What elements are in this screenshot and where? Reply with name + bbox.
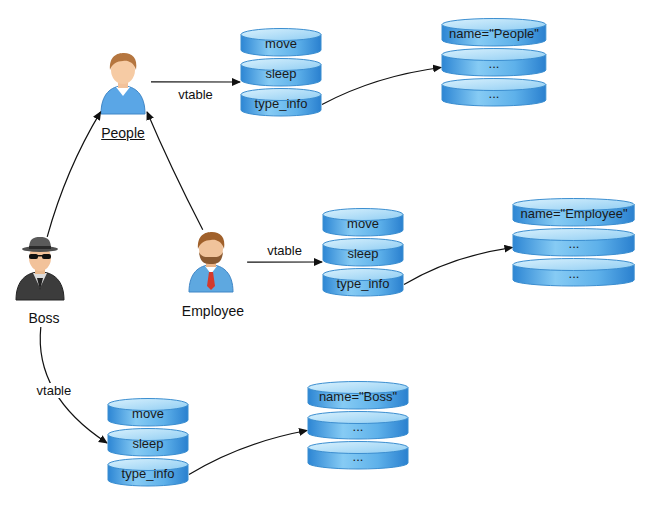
cylinder-stack: name="Employee"...... xyxy=(512,198,635,288)
cell-text: name="People" xyxy=(449,26,539,42)
cylinder-stack: name="Boss"...... xyxy=(307,381,409,471)
cell-text: ... xyxy=(569,236,580,252)
cell-text: type_info xyxy=(122,466,175,482)
connector-arrow xyxy=(189,431,307,475)
cell-text: name="Employee" xyxy=(520,206,627,222)
cell-text: ... xyxy=(489,56,500,72)
cell-text: name="Boss" xyxy=(319,389,397,405)
cell-text: sleep xyxy=(132,436,163,452)
edge-label: vtable xyxy=(35,383,74,398)
person-icon xyxy=(16,237,64,300)
cell-text: type_info xyxy=(255,96,308,112)
person-icon xyxy=(189,232,233,292)
cylinder-body xyxy=(308,388,408,410)
cell-text: sleep xyxy=(265,66,296,82)
edge-label: vtable xyxy=(265,243,304,258)
person-node: People xyxy=(95,48,151,142)
cell-text: ... xyxy=(489,86,500,102)
cell-text: move xyxy=(265,36,297,52)
edge-label: vtable xyxy=(176,87,215,102)
cell-text: sleep xyxy=(347,246,378,262)
person-node: Employee xyxy=(179,228,247,320)
cylinder-body xyxy=(513,205,634,227)
cylinder-body xyxy=(442,25,546,47)
cell-text: move xyxy=(132,406,164,422)
connector-arrow xyxy=(247,261,322,262)
cylinder-stack: name="People"...... xyxy=(441,18,547,108)
connector-arrow xyxy=(47,112,100,237)
person-node: Boss xyxy=(12,235,76,327)
cylinder-stack: move sleep type_info xyxy=(322,208,404,298)
cylinder-stack: move sleep type_info xyxy=(107,398,189,488)
connector-arrow xyxy=(151,81,240,82)
person-icon xyxy=(101,53,145,114)
connector-arrow xyxy=(322,68,441,105)
cell-text: ... xyxy=(353,419,364,435)
connector-arrow xyxy=(147,112,203,230)
person-label: Boss xyxy=(28,310,59,326)
person-label: Employee xyxy=(182,303,244,319)
cylinder-stack: move sleep type_info xyxy=(240,28,322,118)
cell-text: ... xyxy=(569,266,580,282)
cell-text: ... xyxy=(353,449,364,465)
connector-arrow xyxy=(404,248,512,285)
cell-text: move xyxy=(347,216,379,232)
cell-text: type_info xyxy=(337,276,390,292)
person-label: People xyxy=(101,125,145,141)
